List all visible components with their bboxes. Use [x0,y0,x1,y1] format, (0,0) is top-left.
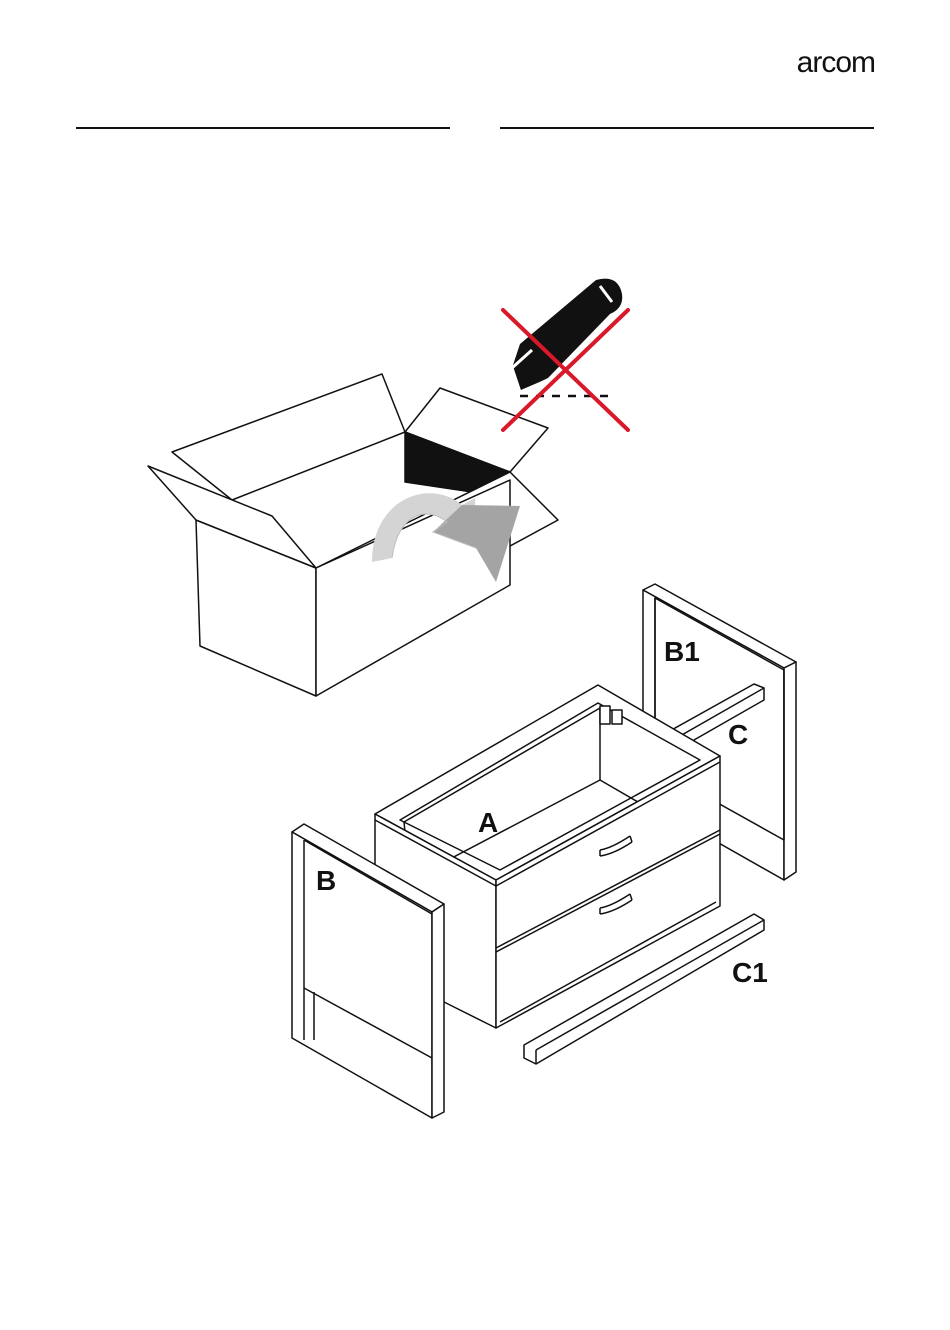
box-back-flap [172,374,405,500]
utility-knife-icon [512,279,622,396]
label-part-c: C [728,719,748,750]
label-part-b1: B1 [664,636,700,667]
label-part-b: B [316,865,336,896]
label-part-c1: C1 [732,957,768,988]
label-part-a: A [478,807,498,838]
